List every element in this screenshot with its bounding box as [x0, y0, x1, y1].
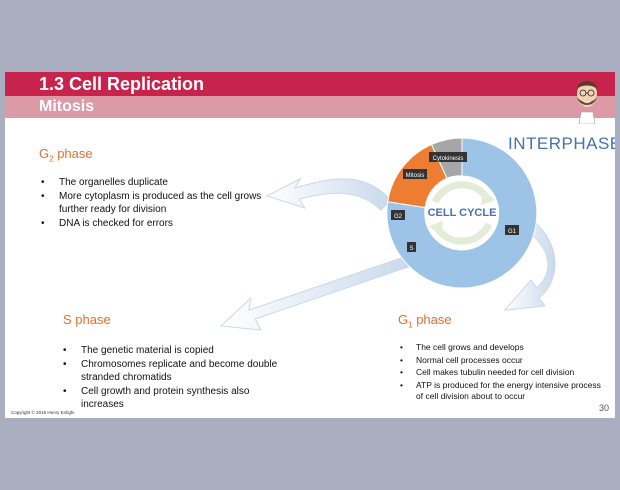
interphase-label: INTERPHASE: [508, 134, 615, 153]
slide-subtitle: Mitosis: [39, 98, 95, 115]
list-item: The cell grows and develops: [398, 342, 603, 354]
slide: 1.3 Cell Replication Mitosis INTERPHASE: [5, 72, 615, 418]
list-item: Chromosomes replicate and become double …: [61, 358, 286, 384]
g2-phase-heading: G2 phase: [39, 146, 93, 164]
cycle-arrow-icon: [431, 181, 490, 204]
list-item: ATP is produced for the energy intensive…: [398, 380, 603, 403]
s-tag: S: [409, 246, 413, 252]
cytokinesis-tag: Cytokinesis: [433, 156, 464, 162]
arrow-to-g1: [503, 221, 556, 311]
list-item: DNA is checked for errors: [39, 217, 284, 230]
copyright-text: Copyright © 2016 Henry Eshghi: [11, 410, 75, 415]
s-phase-heading: S phase: [63, 312, 111, 327]
presenter-avatar-icon: [577, 81, 597, 124]
g1-tag: G1: [508, 229, 517, 235]
list-item: More cytoplasm is produced as the cell g…: [39, 190, 284, 216]
g2-tag: G2: [394, 214, 403, 220]
subtitle-bar: [5, 96, 615, 118]
g2-phase-list: The organelles duplicate More cytoplasm …: [39, 176, 284, 231]
cell-cycle-diagram: CELL CYCLE Cytokinesis Mitosis G2 S G1: [219, 137, 556, 331]
list-item: The organelles duplicate: [39, 176, 284, 189]
list-item: Cell growth and protein synthesis also i…: [61, 385, 286, 411]
s-phase-list: The genetic material is copied Chromosom…: [61, 344, 286, 412]
cell-cycle-label: CELL CYCLE: [428, 207, 497, 219]
title-bar: [5, 72, 615, 96]
page-number: 30: [599, 403, 610, 413]
list-item: Cell makes tubulin needed for cell divis…: [398, 367, 603, 379]
cycle-center: [427, 178, 497, 248]
list-item: The genetic material is copied: [61, 344, 286, 357]
arrow-to-g2: [265, 177, 392, 211]
g1-phase-heading: G1 phase: [398, 312, 452, 330]
arrow-to-s: [219, 255, 412, 331]
slide-title: 1.3 Cell Replication: [39, 74, 205, 94]
g1-phase-list: The cell grows and develops Normal cell …: [398, 342, 603, 404]
interphase-segment: [386, 137, 538, 289]
list-item: Normal cell processes occur: [398, 355, 603, 367]
mitosis-tag: Mitosis: [406, 173, 425, 179]
